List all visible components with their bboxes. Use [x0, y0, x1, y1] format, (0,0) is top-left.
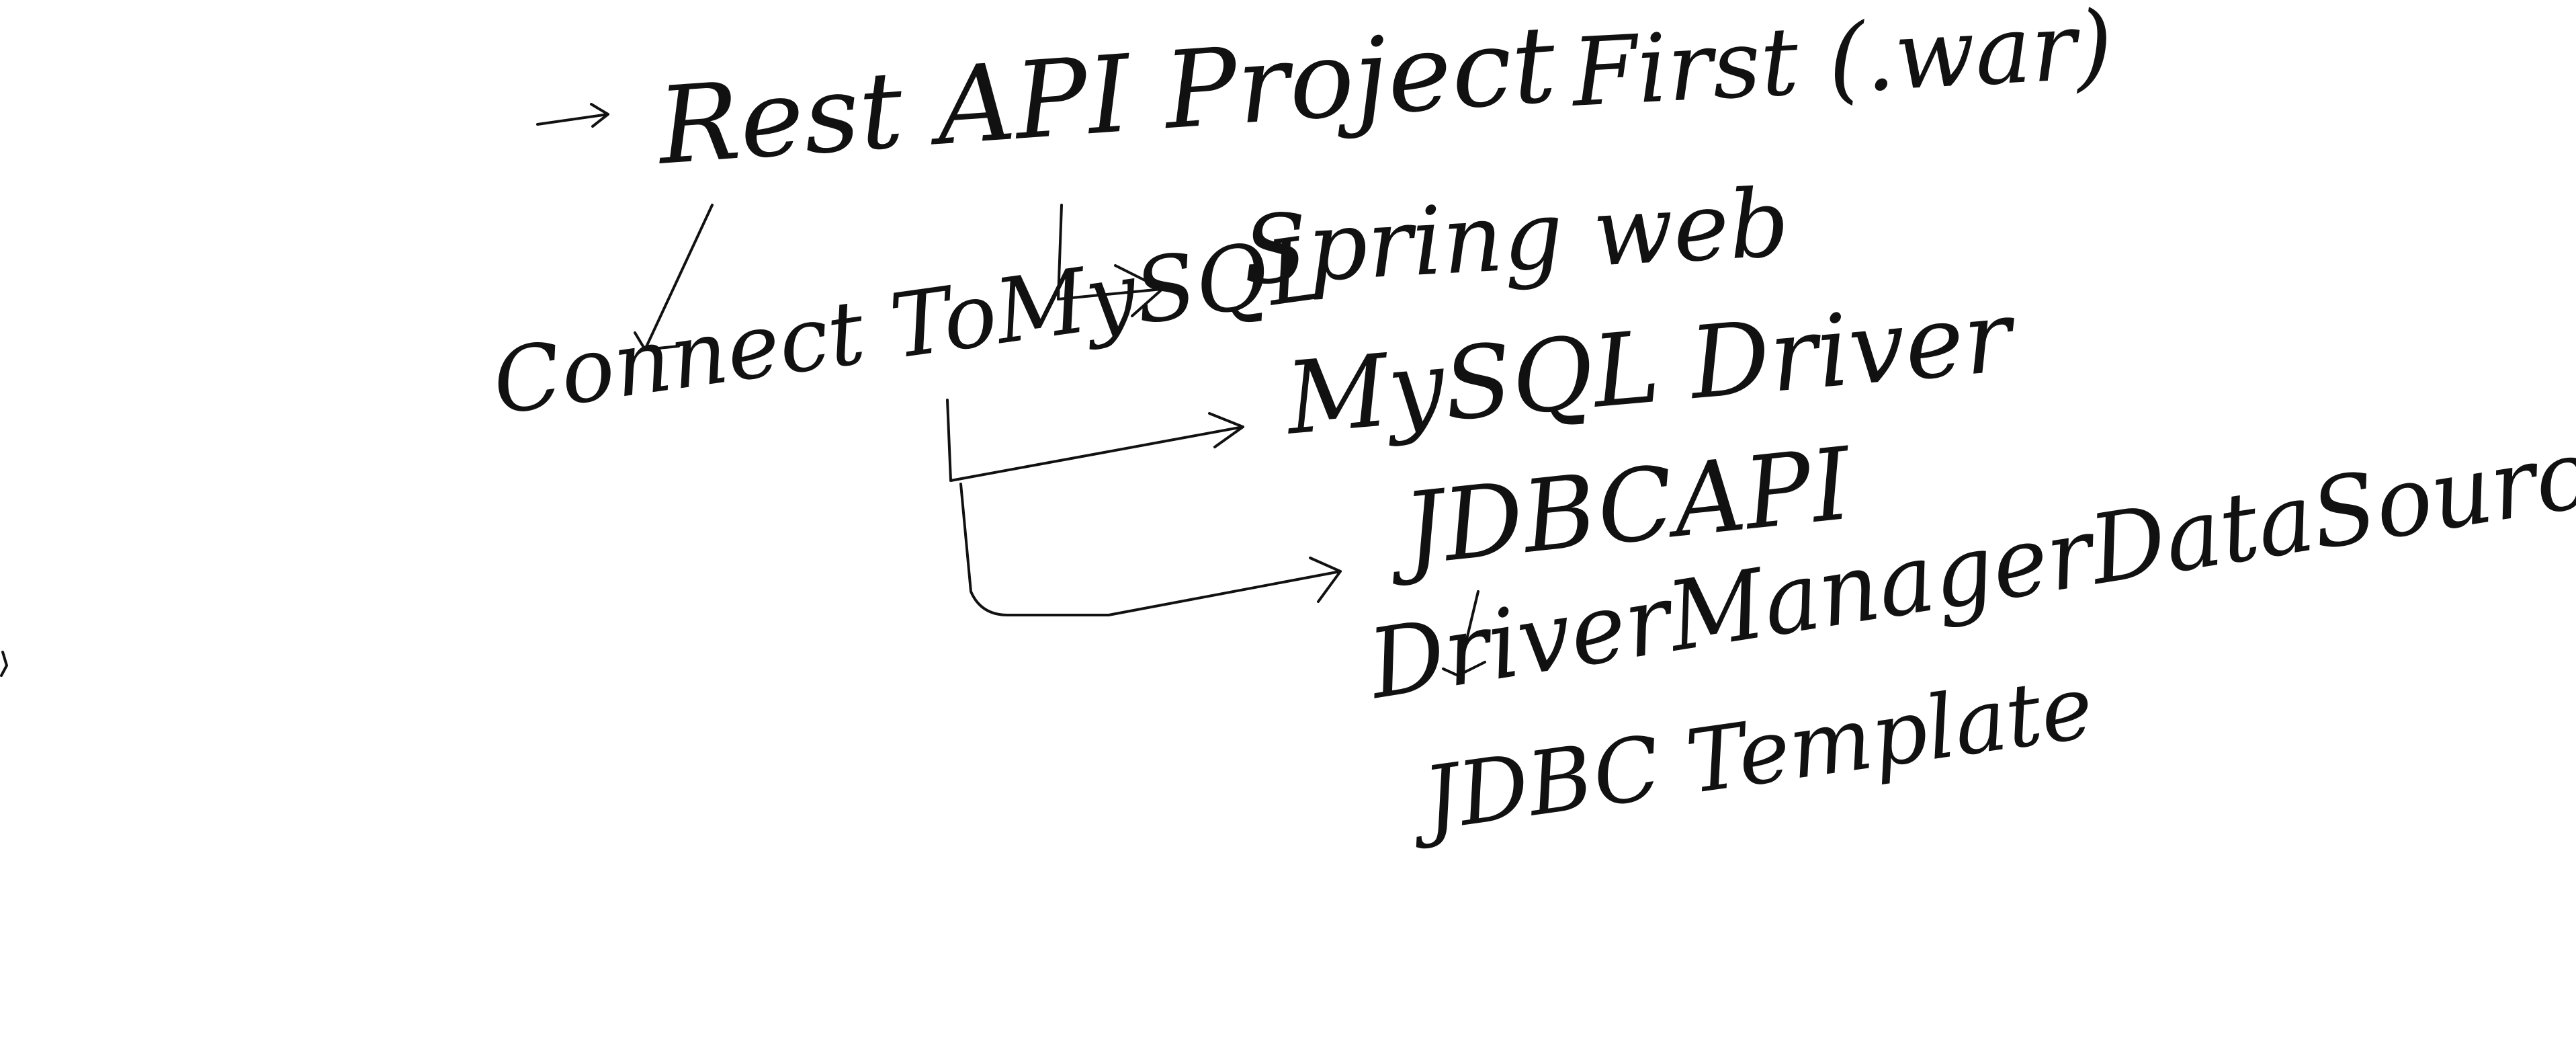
arrow-to-jdbc-api [959, 483, 1342, 616]
stray-mark [0, 651, 8, 677]
arrow-to-spring-web [1057, 204, 1164, 317]
arrow-to-mysql-driver [946, 399, 1244, 482]
label-first-war: First (.war) [1569, 0, 2116, 128]
arrow-to-driver-manager [1442, 590, 1486, 677]
arrow-to-connect [634, 204, 714, 351]
lead-arrow [536, 103, 609, 128]
